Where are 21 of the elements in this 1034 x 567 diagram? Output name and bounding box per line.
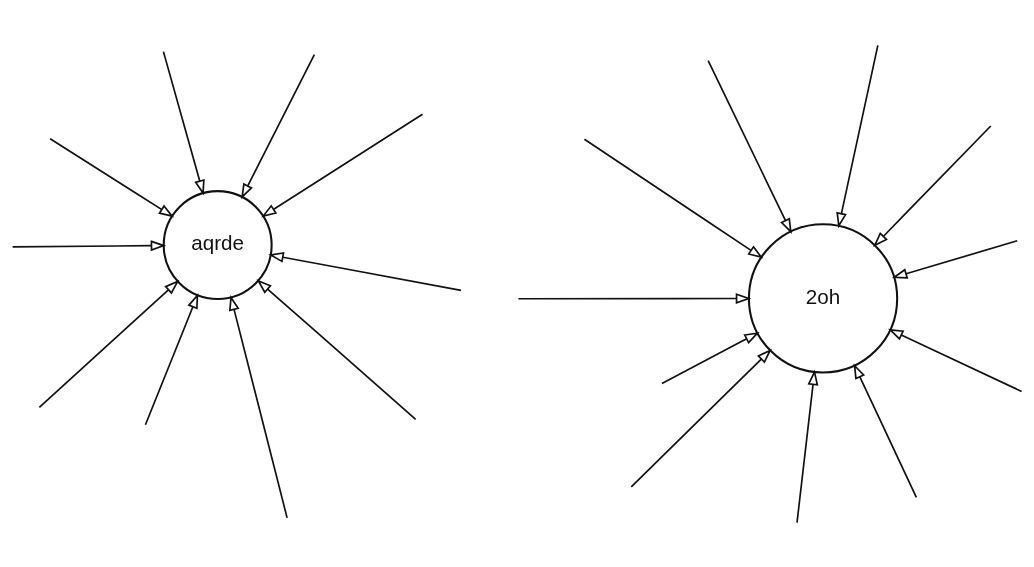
- arrow: [261, 112, 424, 217]
- arrow: [228, 294, 288, 519]
- arrow: [49, 137, 175, 217]
- arrow: [796, 369, 819, 523]
- arrow: [11, 239, 167, 251]
- arrow: [256, 278, 417, 420]
- arrow: [853, 362, 918, 498]
- arrow: [873, 124, 992, 247]
- arrow: [891, 239, 1019, 279]
- arrow: [583, 137, 764, 259]
- arrow: [707, 59, 792, 234]
- arrow: [661, 331, 760, 384]
- arrow: [887, 328, 1023, 392]
- arrow: [268, 251, 462, 291]
- arrow: [517, 292, 752, 304]
- arrow: [836, 43, 879, 228]
- arrow: [241, 53, 316, 199]
- arrow: [144, 292, 199, 426]
- arrow: [630, 348, 772, 488]
- arrow: [38, 279, 180, 408]
- arrow: [162, 50, 205, 195]
